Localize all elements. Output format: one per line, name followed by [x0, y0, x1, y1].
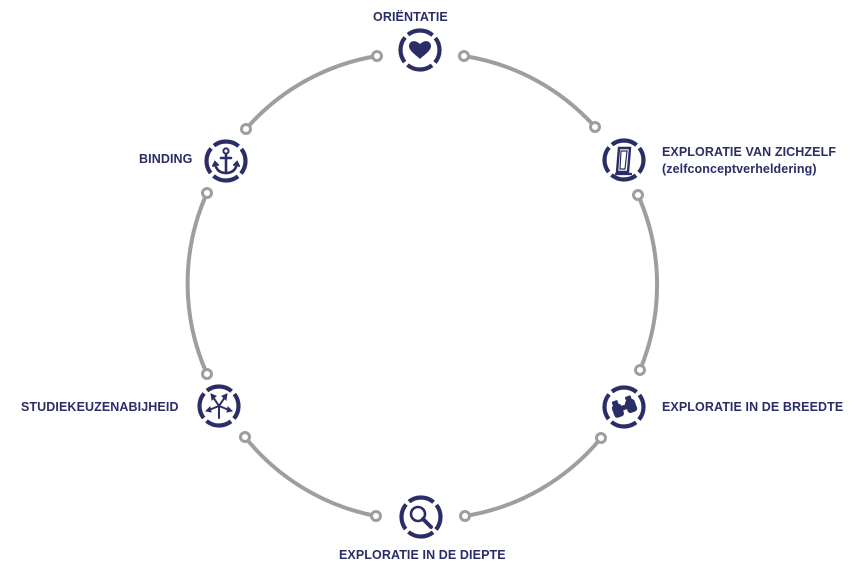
- connector-dot: [459, 510, 471, 522]
- label-binding: BINDING: [139, 151, 192, 168]
- anchor-icon: [212, 147, 240, 175]
- connector-dot: [370, 510, 382, 522]
- connector-dot: [632, 189, 644, 201]
- label-exploratie-zichzelf: EXPLORATIE VAN ZICHZELF (zelfconceptverh…: [662, 144, 836, 178]
- ring-segment-orientatie-zichzelf: [462, 54, 597, 129]
- label-studiekeuzenabijheid-text: STUDIEKEUZENABIJHEID: [21, 400, 179, 414]
- label-binding-text: BINDING: [139, 152, 193, 166]
- connector-dot: [240, 123, 252, 135]
- node-exploratie-diepte: [402, 498, 441, 537]
- connector-dot: [239, 431, 251, 443]
- ring-segment-zichzelf-breedte: [636, 193, 660, 372]
- arrows-icon: [204, 393, 234, 419]
- node-orientatie: [401, 31, 440, 70]
- connector-dot: [589, 121, 601, 133]
- connector-dot: [201, 368, 213, 380]
- label-exploratie-diepte-text: EXPLORATIE IN DE DIEPTE: [339, 548, 506, 562]
- connector-dot: [371, 50, 383, 62]
- magnifier-icon: [409, 505, 433, 529]
- connector-dot: [201, 187, 213, 199]
- ring-segment-binding-orientatie: [244, 54, 379, 131]
- connector-dot: [458, 50, 470, 62]
- label-exploratie-breedte: EXPLORATIE IN DE BREEDTE: [662, 399, 843, 416]
- binoculars-icon: [611, 395, 638, 418]
- ring-segment-diepte-studiekeuze: [243, 435, 378, 518]
- mirror-icon: [615, 146, 632, 176]
- label-orientatie-text: ORIËNTATIE: [373, 10, 448, 24]
- heart-icon: [409, 41, 431, 59]
- node-exploratie-breedte: [605, 388, 644, 427]
- label-exploratie-zichzelf-text: EXPLORATIE VAN ZICHZELF: [662, 145, 837, 159]
- node-exploratie-zichzelf: [605, 141, 644, 180]
- ring-segment-studiekeuze-binding: [185, 191, 209, 376]
- ring-segment-breedte-diepte: [463, 436, 603, 518]
- ring-segments: [185, 54, 660, 518]
- connector-dot: [595, 432, 607, 444]
- node-studiekeuzenabijheid: [200, 387, 239, 426]
- connector-dot: [634, 364, 646, 376]
- label-studiekeuzenabijheid: STUDIEKEUZENABIJHEID: [21, 399, 179, 416]
- label-orientatie: ORIËNTATIE: [373, 9, 448, 26]
- node-binding: [207, 142, 246, 181]
- label-exploratie-zichzelf-sub: (zelfconceptverheldering): [662, 162, 817, 176]
- label-exploratie-diepte: EXPLORATIE IN DE DIEPTE: [339, 547, 506, 564]
- label-exploratie-breedte-text: EXPLORATIE IN DE BREEDTE: [662, 400, 844, 414]
- ring-connectors: [201, 50, 646, 522]
